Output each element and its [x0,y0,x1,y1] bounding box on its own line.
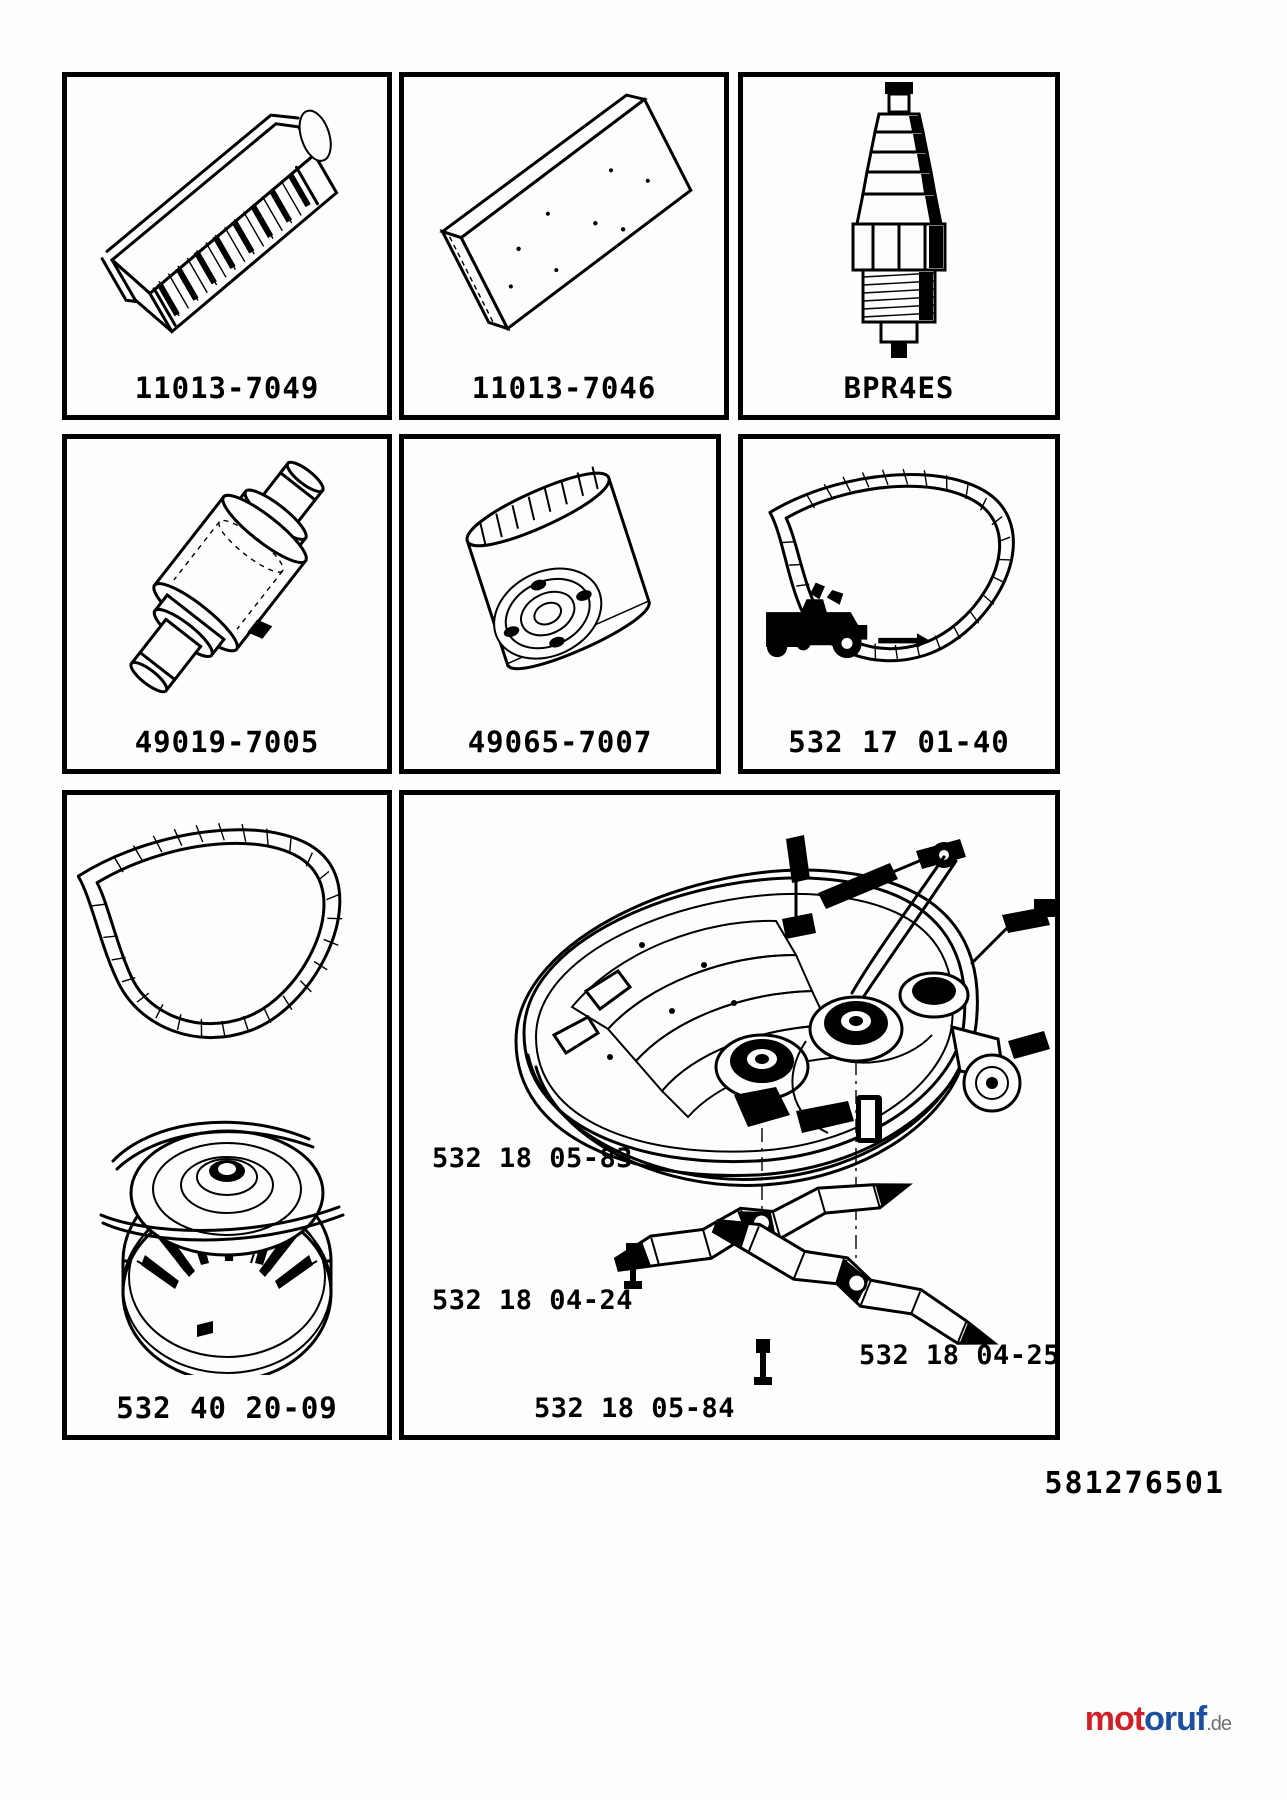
deck-belt-illustration [67,799,387,1069]
part-number-label: 532 17 01-40 [788,725,1010,759]
panel-drive-belt[interactable]: 532 17 01-40 [738,434,1060,774]
oil-filter-illustration [404,439,716,715]
part-number-label: 11013-7046 [471,371,657,405]
part-number-label: 532 40 20-09 [116,1391,338,1425]
drive-belt-illustration [743,439,1055,715]
watermark-word-2: oruf [1144,1700,1207,1738]
panel-deck-belt-and-clutch[interactable]: 532 40 20-09 [62,790,392,1440]
part-number-label: BPR4ES [843,371,955,405]
part-number-label: 11013-7049 [134,371,320,405]
part-number-label-blade-right: 532 18 04-25 [859,1340,1061,1371]
electric-clutch-illustration [67,1060,387,1380]
watermark-suffix: .de [1206,1713,1232,1735]
panel-mower-deck-assembly[interactable]: 532 18 05-83 532 18 04-24 532 18 04-25 5… [399,790,1060,1440]
spark-plug-illustration [743,77,1055,361]
part-number-label: 49019-7005 [134,725,320,759]
panel-fuel-filter[interactable]: 49019-7005 [62,434,392,774]
panel-oil-filter[interactable]: 49065-7007 [399,434,721,774]
diagram-code: 581276501 [1044,1466,1225,1501]
watermark-logo: motoruf.de [1084,1700,1232,1739]
panel-air-filter-precleaner[interactable]: 11013-7046 [399,72,729,420]
part-number-label-blade-left: 532 18 04-24 [432,1285,634,1316]
watermark-word-1: mot [1084,1700,1145,1738]
air-filter-precleaner-illustration [404,77,724,361]
fuel-filter-illustration [67,439,387,715]
panel-spark-plug[interactable]: BPR4ES [738,72,1060,420]
part-number-label-blade-center: 532 18 05-84 [534,1393,736,1424]
panel-air-filter-primary[interactable]: 11013-7049 [62,72,392,420]
mower-deck-illustration [404,795,1055,1435]
air-filter-primary-illustration [67,77,387,361]
part-number-label-deck-housing: 532 18 05-83 [432,1143,634,1174]
part-number-label: 49065-7007 [467,725,653,759]
